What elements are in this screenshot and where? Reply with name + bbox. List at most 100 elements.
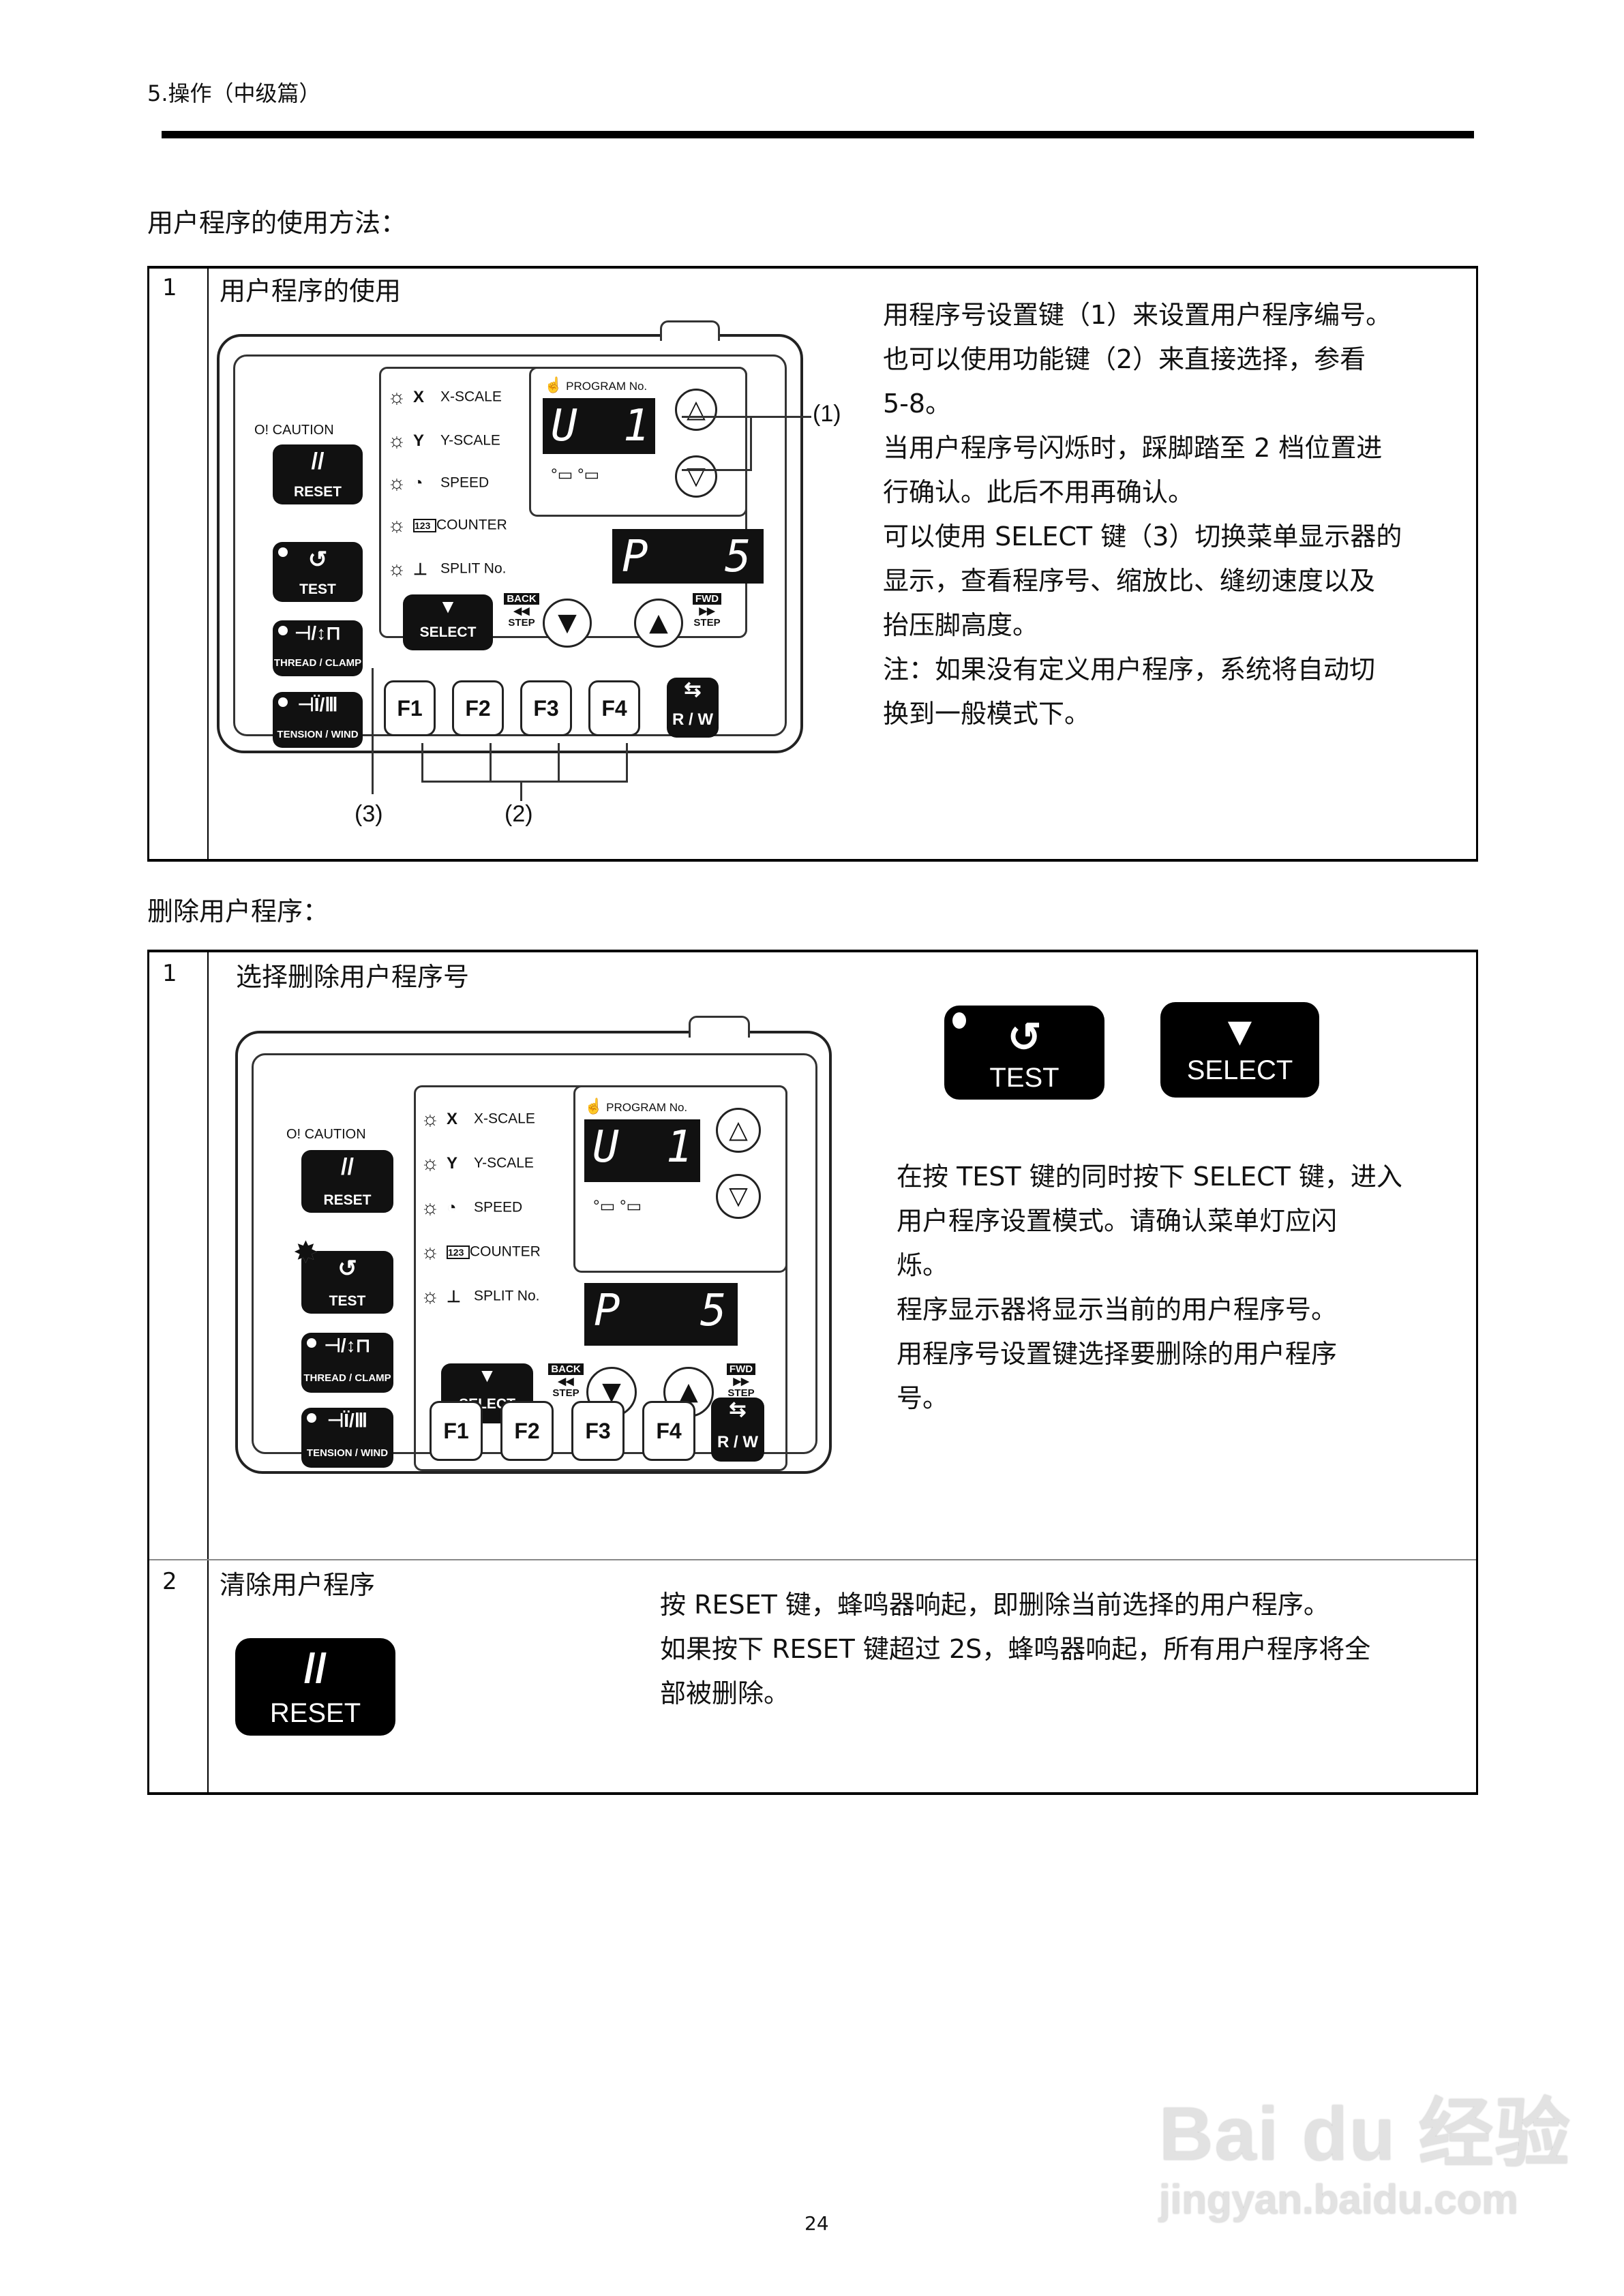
callout-line	[682, 469, 752, 471]
indicator-dot	[307, 1338, 316, 1348]
callout-line	[682, 416, 811, 418]
reset-icon: //	[341, 1154, 354, 1180]
triangle-down-icon: ▼	[438, 596, 457, 617]
row-title: 用户程序的使用	[220, 276, 402, 306]
test-key-label: TEST	[329, 1293, 366, 1309]
rw-key: ⇆ R / W	[711, 1398, 764, 1462]
menu-display: P 5	[584, 1283, 738, 1346]
callout-line	[626, 743, 628, 782]
baidu-watermark: Bai du 经验 jingyan.baidu.com	[1159, 2072, 1572, 2223]
thread-clamp-label: THREAD / CLAMP	[273, 657, 362, 669]
thread-clamp-key: ⊣/↕⊓ THREAD / CLAMP	[273, 620, 363, 676]
program-down-button: ▽	[716, 1174, 761, 1219]
reset-icon: //	[303, 1646, 327, 1691]
lamp-split: ☼⊥SPLIT No.	[387, 558, 507, 580]
delete-table	[147, 950, 1478, 1795]
f3-key: F3	[571, 1401, 625, 1461]
callout-3: (3)	[355, 801, 383, 827]
select-delete-description: 在按 TEST 键的同时按下 SELECT 键，进入 用户程序设置模式。请确认菜…	[897, 1162, 1402, 1413]
tension-wind-icon: ⊣Ï/Ⅲ	[297, 694, 338, 715]
test-key-label: TEST	[299, 581, 336, 597]
callout-line	[421, 743, 423, 782]
thread-clamp-icon: ⊣/↕⊓	[294, 622, 342, 644]
indicator-dot	[278, 697, 288, 707]
return-icon: ↺	[1007, 1014, 1042, 1060]
f2-key: F2	[500, 1401, 554, 1461]
lamp-icon: ☼	[387, 429, 406, 452]
callout-line	[490, 743, 492, 782]
column-divider	[207, 269, 209, 862]
watermark-brand: Bai du 经验	[1159, 2092, 1572, 2176]
program-up-button: △	[716, 1108, 761, 1153]
rw-key-label: R / W	[672, 710, 713, 729]
menu-display: P 5	[612, 529, 764, 584]
test-key: ↺ TEST	[273, 542, 363, 602]
thread-clamp-icon: ⊣/↕⊓	[324, 1335, 371, 1356]
section-heading-delete: 删除用户程序：	[147, 896, 329, 926]
hand-p-icon: ☝	[544, 376, 563, 393]
rw-key: ⇆ R / W	[667, 678, 719, 738]
program-display: U 1	[584, 1119, 700, 1182]
thread-clamp-key: ⊣/↕⊓ THREAD / CLAMP	[301, 1333, 393, 1393]
callout-2: (2)	[505, 801, 533, 827]
program-down-button: ▽	[675, 455, 717, 498]
tension-wind-icon: ⊣Ï/Ⅲ	[327, 1410, 368, 1431]
indicator-dot	[952, 1012, 966, 1029]
select-key-label: SELECT	[1186, 1055, 1293, 1085]
f4-key: F4	[642, 1401, 695, 1461]
triangle-down-icon: ▼	[477, 1365, 497, 1386]
test-key-label: TEST	[989, 1063, 1059, 1093]
program-no-label: ☝ PROGRAM No.	[584, 1098, 688, 1115]
callout-line	[558, 743, 560, 782]
column-divider	[207, 952, 209, 1795]
program-no-label: ☝ PROGRAM No.	[544, 376, 648, 393]
clear-description: 按 RESET 键，蜂鸣器响起，即删除当前选择的用户程序。 如果按下 RESET…	[660, 1590, 1371, 1708]
reset-key: // RESET	[273, 444, 363, 504]
indicator-dot	[278, 547, 288, 557]
caution-label: O! CAUTION	[254, 423, 334, 438]
reset-key-label: RESET	[269, 1698, 361, 1728]
operation-panel-diagram-test-flashing: O! CAUTION // RESET ↺ TEST ✸ ⊣/↕⊓ THREAD…	[235, 1016, 835, 1486]
indicator-dot	[307, 1413, 316, 1423]
row-number: 1	[162, 274, 177, 301]
tension-wind-label: TENSION / WIND	[277, 729, 359, 740]
reset-icon: //	[311, 449, 325, 474]
callout-line	[520, 781, 522, 801]
fwd-step-label: FWD▶▶STEP	[692, 593, 722, 629]
f3-key: F3	[520, 680, 572, 736]
reset-key: // RESET	[301, 1150, 393, 1213]
chapter-header: 5.操作（中级篇）	[147, 80, 321, 106]
usage-description: 用程序号设置键（1）来设置用户程序编号。 也可以使用功能键（2）来直接选择，参看…	[883, 300, 1402, 729]
lamp-split: ☼⊥SPLIT No.	[421, 1285, 540, 1308]
hand-p-icon: ☝	[584, 1098, 603, 1115]
callout-line	[421, 781, 628, 783]
triangle-down-icon: ▼	[1219, 1008, 1261, 1054]
select-key: ▼ SELECT	[403, 594, 493, 650]
page-number: 24	[805, 2212, 829, 2235]
lamp-icon: ☼	[387, 558, 406, 580]
step-back-button: ▼	[543, 599, 592, 648]
row-number: 2	[162, 1568, 177, 1595]
lamp-speed: ☼◔SPEED	[387, 472, 490, 494]
row-title: 选择删除用户程序号	[236, 962, 470, 992]
test-key-flashing: ↺ TEST	[301, 1251, 393, 1314]
indicator-dot	[278, 626, 288, 635]
program-up-button: △	[675, 389, 717, 431]
f4-key: F4	[588, 680, 640, 736]
swap-arrow-icon: ⇆	[684, 678, 702, 701]
memory-indicators: °▭ °▭	[551, 466, 600, 484]
fwd-step-label: FWD▶▶STEP	[726, 1363, 756, 1399]
row-number: 1	[162, 960, 177, 987]
program-display: U 1	[543, 398, 655, 454]
row-title: 清除用户程序	[220, 1570, 376, 1600]
f2-key: F2	[452, 680, 504, 736]
tension-wind-key: ⊣Ï/Ⅲ TENSION / WIND	[273, 692, 363, 748]
lamp-icon: ☼	[387, 472, 406, 494]
back-step-label: BACK◀◀STEP	[547, 1363, 584, 1399]
tension-wind-label: TENSION / WIND	[306, 1447, 389, 1459]
reset-key-illustration: // RESET	[235, 1638, 395, 1736]
